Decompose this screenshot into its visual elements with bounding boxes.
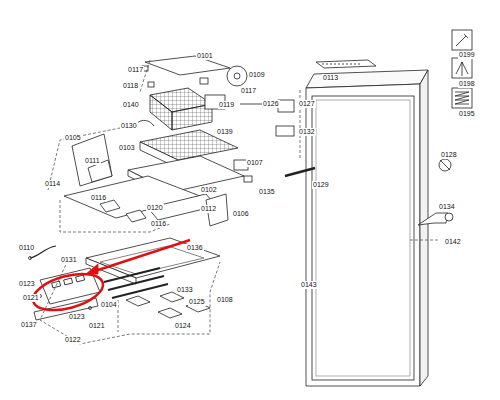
callout-number: 0131 (60, 256, 78, 264)
callout-number: 0113 (322, 74, 339, 82)
callout-number: 0116 (150, 220, 167, 228)
callout-number: 0121 (88, 322, 106, 330)
callout-number: 0102 (200, 186, 218, 194)
callout-number: 0137 (20, 321, 38, 329)
callout-number: 0125 (188, 298, 206, 306)
callout-number: 0116 (90, 194, 107, 202)
callout-number: 0129 (312, 181, 330, 189)
callout-number: 0143 (300, 281, 318, 289)
cabinet (306, 60, 428, 386)
callout-number: 0107 (246, 159, 264, 167)
callout-number: 0130 (120, 122, 138, 130)
callout-number: 0134 (438, 203, 456, 211)
callout-number: 0101 (196, 52, 214, 60)
callout-number: 0109 (248, 71, 266, 79)
callout-number: 0140 (122, 101, 140, 109)
callout-number: 0126 (262, 100, 280, 108)
callout-number: 0139 (216, 128, 234, 136)
callout-number: 0122 (64, 336, 82, 344)
callout-number: 0118 (122, 82, 139, 90)
callout-number: 0135 (258, 188, 276, 196)
callout-number: 0128 (440, 151, 458, 159)
callout-number: 0124 (174, 322, 192, 330)
callout-number: 0199 (458, 51, 476, 59)
callout-number: 0133 (176, 286, 194, 294)
callout-number: 0111 (84, 157, 101, 165)
callout-number: 0120 (146, 204, 164, 212)
callout-number: 0198 (458, 80, 476, 88)
service-icons (452, 30, 472, 108)
callout-number: 0142 (444, 238, 462, 246)
callout-number: 0136 (186, 244, 204, 252)
callout-number: 0105 (64, 134, 82, 142)
callout-number: 0106 (232, 210, 250, 218)
callout-number: 0119 (218, 101, 235, 109)
callout-number: 0123 (68, 313, 86, 321)
callout-number: 0112 (200, 205, 217, 213)
callout-number: 0103 (118, 144, 136, 152)
callout-number: 0121 (22, 294, 40, 302)
callout-number: 0117 (127, 66, 144, 74)
callout-number: 0117 (240, 87, 257, 95)
callout-number: 0127 (298, 100, 316, 108)
callout-number: 0108 (216, 296, 234, 304)
callout-number: 0114 (44, 180, 61, 188)
callout-number: 0132 (298, 128, 316, 136)
callout-number: 0123 (18, 280, 36, 288)
callout-number: 0195 (458, 110, 476, 118)
callout-number: 0104 (100, 301, 118, 309)
callout-number: 0110 (18, 244, 35, 252)
